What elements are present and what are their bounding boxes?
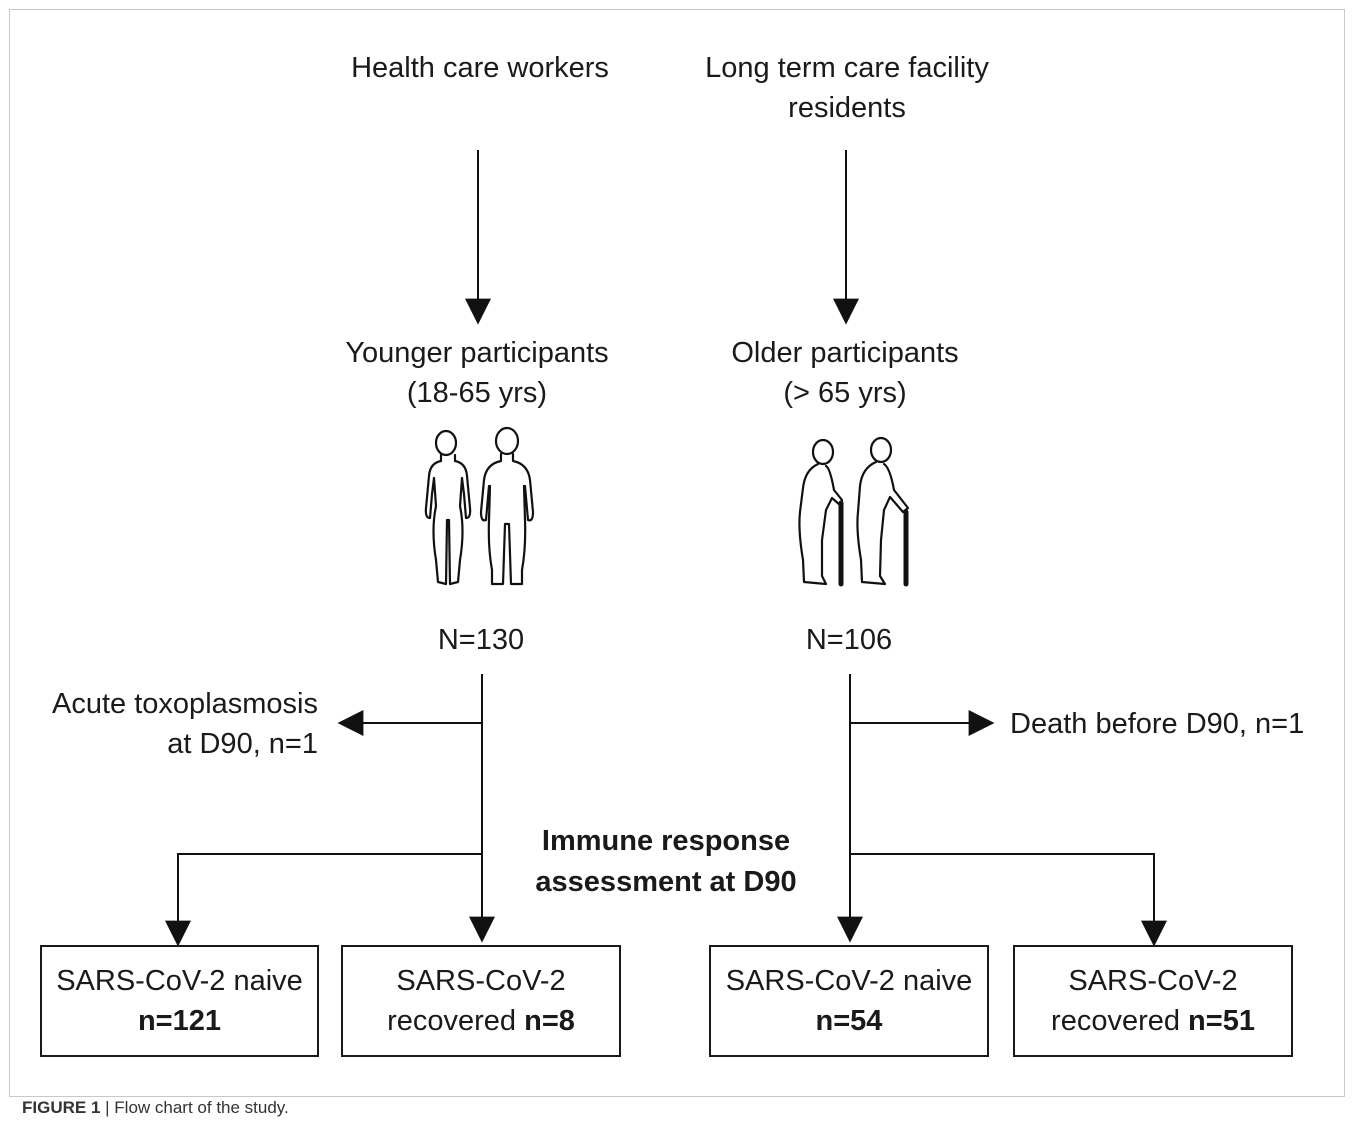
younger-group-age: (18-65 yrs)	[406, 377, 548, 409]
outcome-label: SARS-CoV-2	[396, 965, 566, 997]
source-ltcf-residents-line1: Long term care facility	[705, 52, 989, 84]
arrow-younger-to-naive	[165, 853, 482, 947]
older-count: N=106	[805, 624, 893, 656]
exclusion-toxoplasmosis-line1: Acute toxoplasmosis	[52, 688, 318, 720]
assessment-label-line1: Immune response	[541, 825, 791, 857]
outcome-count: n=54	[815, 1005, 883, 1037]
caption-separator: |	[100, 1098, 115, 1117]
outcome-box-younger-naive: SARS-CoV-2 naive n=121	[40, 945, 319, 1057]
arrow-older-to-recovered	[850, 853, 1167, 947]
younger-group-title: Younger participants	[345, 337, 609, 369]
younger-count: N=130	[437, 624, 525, 656]
older-group-title: Older participants	[731, 337, 959, 369]
caption-text: Flow chart of the study.	[114, 1098, 289, 1117]
elderly-with-canes-icon	[798, 436, 910, 587]
outcome-count: n=8	[524, 1005, 575, 1037]
figure-frame	[9, 9, 1345, 1097]
outcome-count: n=121	[137, 1005, 222, 1037]
outcome-label: SARS-CoV-2 naive	[56, 965, 303, 997]
outcome-prefix: recovered	[387, 1005, 525, 1037]
outcome-prefix: recovered	[1051, 1005, 1189, 1037]
outcome-label: SARS-CoV-2 naive	[725, 965, 973, 997]
outcome-box-older-naive: SARS-CoV-2 naive n=54	[709, 945, 989, 1057]
older-group-age: (> 65 yrs)	[783, 377, 907, 409]
exclusion-toxoplasmosis-line2: at D90, n=1	[167, 728, 318, 760]
outcome-box-older-recovered: SARS-CoV-2 recovered n=51	[1013, 945, 1293, 1057]
source-health-care-workers: Health care workers	[351, 52, 609, 84]
young-adults-icon	[424, 426, 535, 586]
caption-label: FIGURE 1	[22, 1098, 101, 1117]
outcome-count: n=51	[1188, 1005, 1255, 1037]
source-ltcf-residents-line2: residents	[788, 92, 906, 124]
outcome-box-younger-recovered: SARS-CoV-2 recovered n=8	[341, 945, 621, 1057]
outcome-label: SARS-CoV-2	[1068, 965, 1238, 997]
figure-caption: FIGURE 1 | Flow chart of the study.	[22, 1097, 289, 1119]
exclusion-death: Death before D90, n=1	[1010, 708, 1305, 740]
assessment-label-line2: assessment at D90	[535, 866, 797, 898]
